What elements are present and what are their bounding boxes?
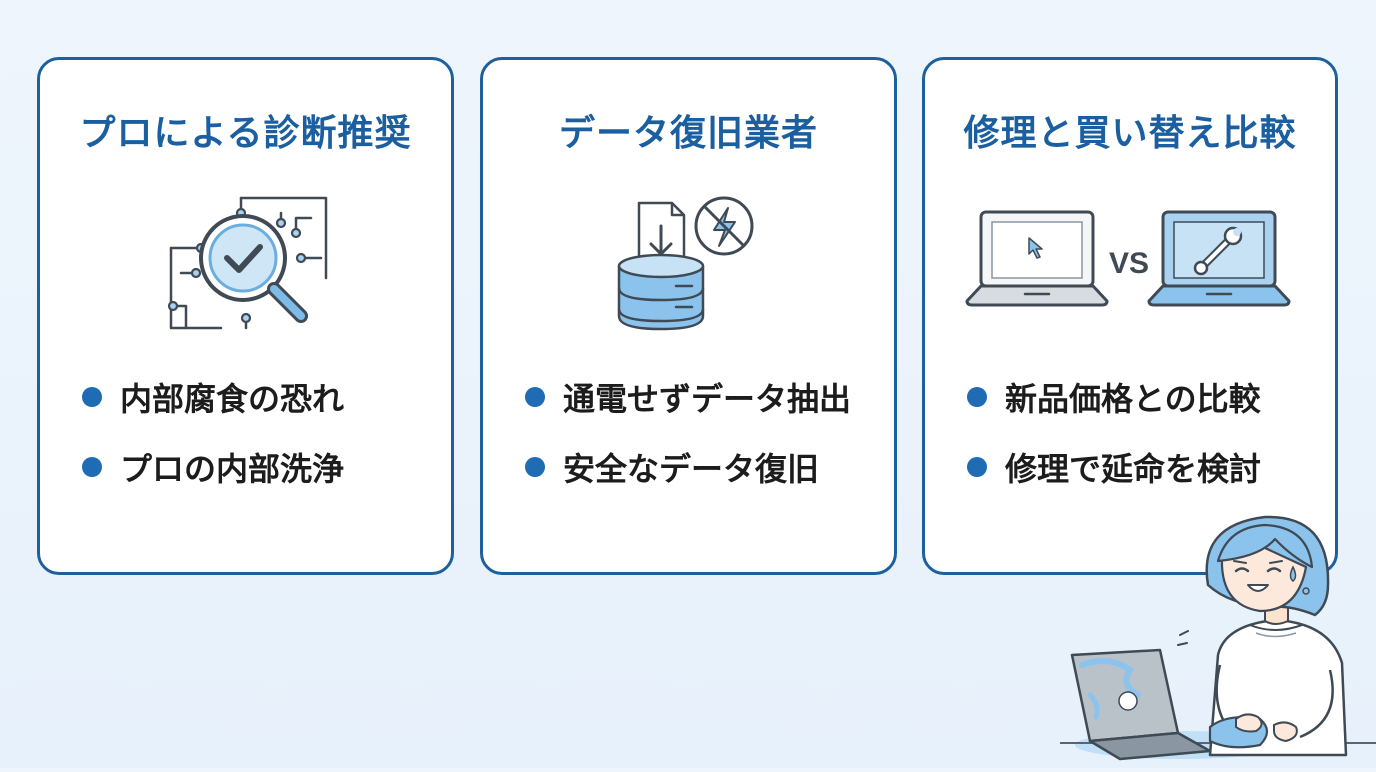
bullet-dot-icon: [525, 457, 545, 477]
card-pro-diagnosis: プロによる診断推奨: [37, 57, 454, 575]
list-item: プロの内部洗浄: [82, 448, 344, 488]
bullet-list: 内部腐食の恐れ プロの内部洗浄: [82, 378, 344, 518]
list-item: 新品価格との比較: [967, 378, 1261, 418]
bullet-list: 通電せずデータ抽出 安全なデータ復旧: [525, 378, 851, 518]
card-data-recovery: データ復旧業者 通電せずデータ抽出 安全なデータ復旧: [480, 57, 897, 575]
bullet-list: 新品価格との比較 修理で延命を検討: [967, 378, 1261, 518]
bullet-dot-icon: [82, 387, 102, 407]
list-item: 通電せずデータ抽出: [525, 378, 851, 418]
woman-cleaning-laptop-illustration: [1060, 505, 1376, 772]
vs-label: VS: [1109, 247, 1149, 280]
laptop-wrench-icon: [1147, 210, 1291, 307]
laptop-cursor-icon: [965, 210, 1109, 307]
bullet-dot-icon: [967, 387, 987, 407]
magnifier-check-circuit-icon: [40, 188, 451, 338]
card-title: 修理と買い替え比較: [963, 113, 1297, 154]
card-repair-vs-replace: 修理と買い替え比較 VS: [922, 57, 1338, 575]
list-item: 修理で延命を検討: [967, 448, 1261, 488]
database-no-power-icon: [483, 188, 894, 338]
card-title: プロによる診断推奨: [79, 113, 412, 154]
bullet-dot-icon: [82, 457, 102, 477]
bullet-dot-icon: [525, 387, 545, 407]
list-item: 安全なデータ復旧: [525, 448, 851, 488]
list-item: 内部腐食の恐れ: [82, 378, 344, 418]
card-title: データ復旧業者: [558, 113, 818, 154]
laptop-vs-repair-icon: VS: [925, 188, 1335, 338]
bullet-dot-icon: [967, 457, 987, 477]
